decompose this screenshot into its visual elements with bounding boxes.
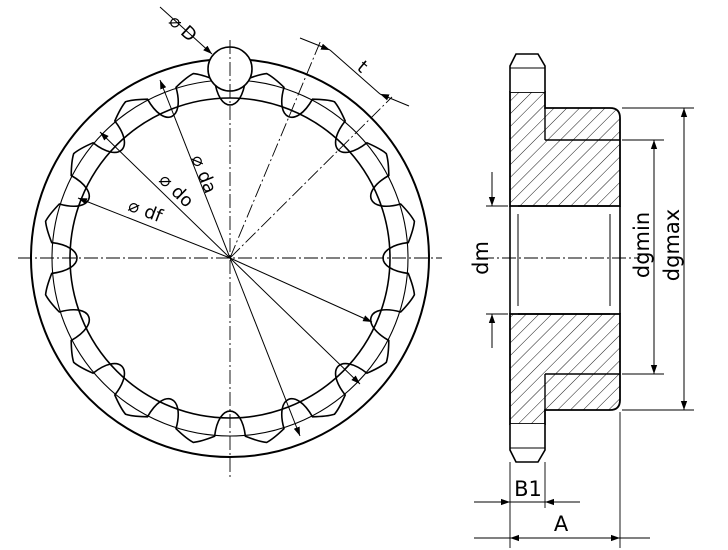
- bore-diameter-label: dm: [469, 241, 493, 275]
- hub-step-lines: [544, 108, 620, 410]
- section-lower-hatch: [509, 313, 621, 425]
- tip-diameter-label: da: [193, 168, 221, 197]
- pitch-diameter-label: do: [167, 181, 198, 212]
- do-dimension-line: [99, 131, 231, 259]
- hub-max-diameter-label: dgmax: [660, 209, 684, 281]
- section-upper-hatch: [509, 91, 621, 207]
- do-dimension-line-lower: [229, 257, 361, 385]
- da-dimension-line: [159, 79, 231, 259]
- tooth-width-label: B1: [514, 477, 542, 501]
- center-lines: [18, 39, 442, 480]
- hub-min-diameter-label: dgmin: [630, 212, 654, 278]
- df-dimension-line-lower: [229, 257, 373, 323]
- bore: [509, 205, 621, 315]
- pitch-label: t: [353, 57, 372, 78]
- side-section-view: dm dgmin dgmax B1 A: [469, 53, 694, 548]
- lower-tooth: [509, 424, 546, 463]
- diameter-symbol: ⌀: [125, 195, 143, 219]
- root-diameter-label: df: [141, 201, 166, 227]
- pitch-dimension: [299, 37, 410, 107]
- front-view: ⌀ D t ⌀ da ⌀ do ⌀ df: [18, 6, 442, 480]
- total-width-label: A: [554, 512, 569, 536]
- da-dimension-line-lower: [229, 257, 301, 437]
- tooth-profile: [44, 72, 416, 444]
- upper-tooth: [509, 53, 546, 92]
- df-dimension-line: [77, 197, 231, 259]
- d-leader-line: [159, 6, 213, 55]
- label-df: ⌀ df: [125, 195, 166, 227]
